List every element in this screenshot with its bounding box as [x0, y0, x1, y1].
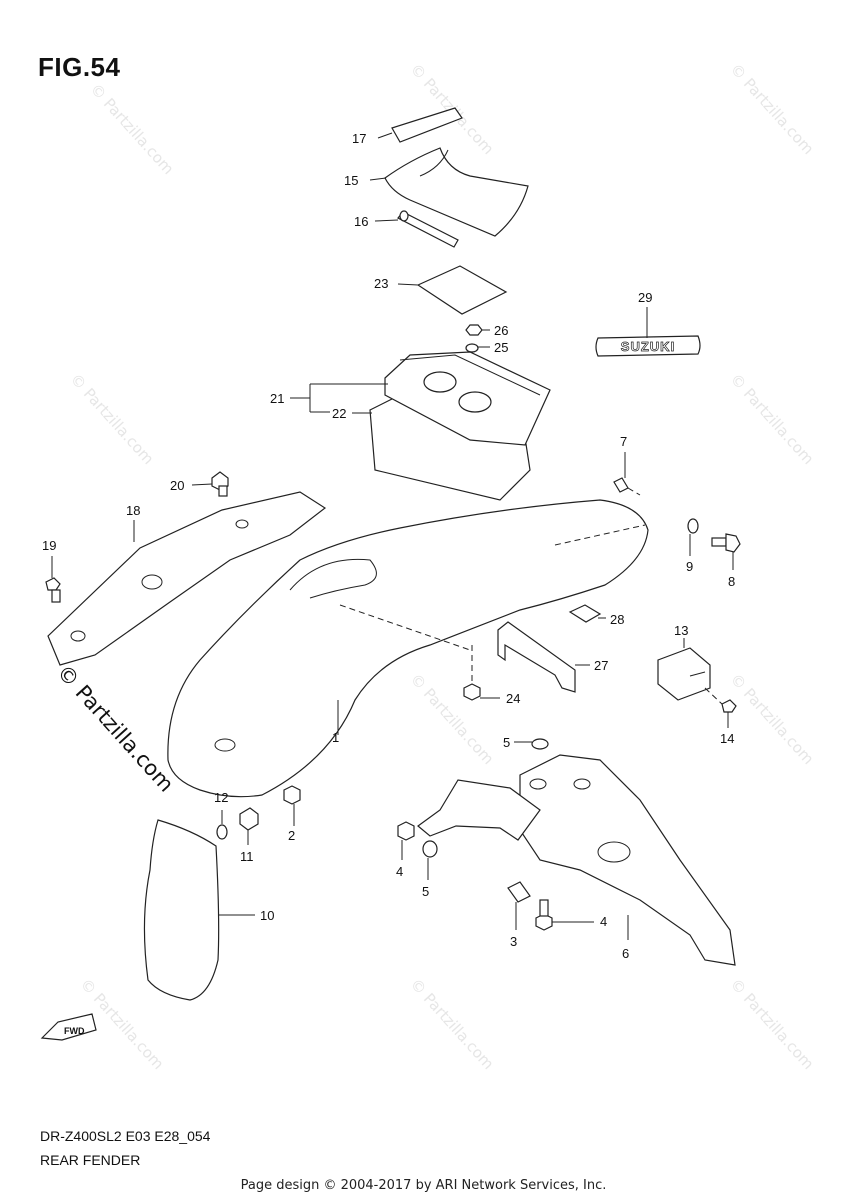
rear-fender-lower-part: [519, 754, 736, 966]
callout-7: 7: [620, 434, 627, 449]
bolt-part: [711, 533, 741, 570]
battery-holder-part: [384, 351, 551, 446]
callout-12: 12: [214, 790, 228, 805]
callout-24: 24: [506, 691, 520, 706]
callout-28: 28: [610, 612, 624, 627]
callout-6: 6: [622, 946, 629, 961]
callout-11: 11: [240, 849, 254, 864]
strap-part: [377, 107, 463, 143]
callout-26: 26: [494, 323, 508, 338]
rear-fender-part: [167, 499, 649, 798]
callout-27: 27: [594, 658, 608, 673]
callout-17: 17: [352, 131, 366, 146]
clip-nut-part: [613, 452, 641, 496]
section-name: REAR FENDER: [40, 1152, 141, 1168]
callout-4: 4: [600, 914, 607, 929]
screw-part: [704, 687, 737, 728]
bolt-part: [397, 821, 415, 860]
callout-5: 5: [503, 735, 510, 750]
callout-8: 8: [728, 574, 735, 589]
nut-part: [283, 785, 301, 826]
clip-part: [507, 881, 531, 930]
callout-23: 23: [374, 276, 388, 291]
emblem-text: SUZUKI: [621, 339, 675, 354]
callout-3: 3: [510, 934, 517, 949]
callout-1: 1: [332, 730, 339, 745]
figure-title: FIG.54: [38, 52, 121, 82]
suzuki-emblem-part: [595, 307, 701, 357]
callout-13: 13: [674, 623, 688, 638]
callout-4: 4: [396, 864, 403, 879]
callout-20: 20: [170, 478, 184, 493]
callout-16: 16: [354, 214, 368, 229]
bolt-part: [191, 471, 229, 497]
footer-copyright: Page design © 2004-2017 by ARI Network S…: [240, 1178, 607, 1193]
washer-part: [687, 518, 699, 556]
side-cover-part: [47, 491, 327, 666]
fwd-arrow-icon: FWD: [40, 1013, 97, 1041]
nut-part: [465, 324, 490, 336]
relay-part: [657, 638, 711, 701]
callout-29: 29: [638, 290, 652, 305]
tool-bag-part: [369, 147, 529, 237]
washer-part: [216, 810, 228, 840]
callout-19: 19: [42, 538, 56, 553]
svg-text:FWD: FWD: [64, 1026, 85, 1036]
callout-21: 21: [270, 391, 284, 406]
grommet-part: [514, 738, 549, 750]
bolt-part: [45, 556, 61, 603]
callout-14: 14: [720, 731, 734, 746]
callout-15: 15: [344, 173, 358, 188]
callout-9: 9: [686, 559, 693, 574]
model-code: DR-Z400SL2 E03 E28_054: [40, 1128, 211, 1144]
bolt-part: [535, 899, 594, 931]
callout-22: 22: [332, 406, 346, 421]
label-plate-part: [397, 265, 508, 315]
pad-part: [568, 604, 606, 623]
bolt-part: [239, 807, 259, 845]
callout-10: 10: [260, 908, 274, 923]
callout-2: 2: [288, 828, 295, 843]
callout-18: 18: [126, 503, 140, 518]
mud-flap-part: [143, 819, 255, 1001]
handle-part: [497, 621, 590, 693]
callout-5: 5: [422, 884, 429, 899]
bolt-part: [463, 645, 500, 701]
bracket-part: [417, 779, 541, 841]
tool-part: [374, 210, 459, 248]
callout-25: 25: [494, 340, 508, 355]
grommet-part: [422, 840, 438, 880]
